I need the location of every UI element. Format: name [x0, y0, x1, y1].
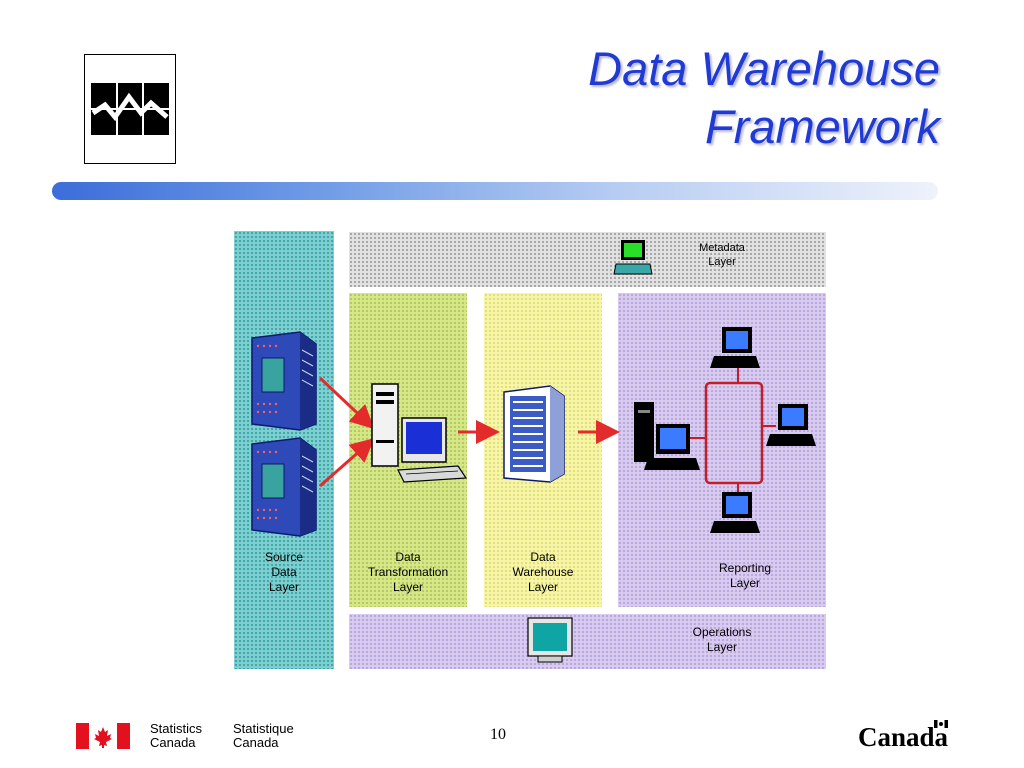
transformation-computer-icon — [371, 383, 468, 483]
org-name-english: Statistics Canada — [150, 721, 203, 750]
operations-layer-zone — [349, 614, 826, 669]
operations-layer-label: Operations Layer — [692, 625, 752, 654]
warehouse-rack-server-icon — [503, 385, 565, 483]
source-data-layer-zone — [234, 231, 334, 669]
chart-logo-icon — [91, 83, 169, 135]
arrow-source-bottom-to-transform — [319, 438, 375, 488]
source-server-bottom-icon — [251, 437, 317, 537]
canada-flag-icon — [76, 723, 130, 749]
title-line-2: Framework — [704, 100, 940, 153]
transformation-layer-label: Data Transformation Layer — [367, 550, 449, 594]
statcan-logo — [84, 54, 176, 164]
reporting-workstation-left-icon — [634, 402, 700, 470]
canada-wordmark: Canada — [857, 722, 948, 752]
org-name-french: Statistique Canada — [233, 721, 294, 750]
reporting-workstation-top-icon — [710, 327, 760, 368]
operations-monitor-icon — [527, 617, 573, 663]
title-line-1: Data Warehouse — [588, 42, 940, 95]
source-data-layer-label: Source Data Layer — [264, 550, 304, 594]
slide-title: Data Warehouse Framework — [588, 40, 940, 156]
warehouse-layer-label: Data Warehouse Layer — [512, 550, 574, 594]
reporting-workstation-bottom-icon — [710, 492, 760, 533]
reporting-network-ring — [704, 381, 764, 485]
metadata-layer-label: Metadata Layer — [699, 242, 745, 268]
reporting-workstation-right-icon — [766, 404, 816, 446]
page-number: 10 — [490, 726, 506, 743]
metadata-monitor-icon — [613, 240, 653, 275]
reporting-layer-label: Reporting Layer — [718, 561, 772, 590]
title-divider-bar — [52, 182, 938, 200]
source-server-top-icon — [251, 331, 317, 431]
arrow-source-top-to-transform — [318, 376, 375, 430]
metadata-layer-zone — [349, 232, 826, 287]
wordmark-flag-icon — [934, 720, 948, 728]
